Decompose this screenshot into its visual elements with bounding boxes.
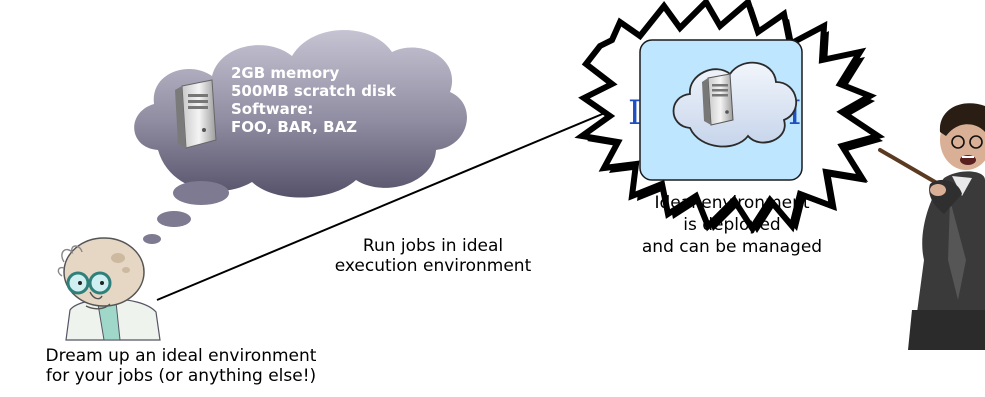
thought-trail-dot <box>173 181 229 205</box>
dreamer-caption-line: for your jobs (or anything else!) <box>45 366 317 387</box>
spec-line-disk: 500MB scratch disk <box>231 82 396 100</box>
deploy-caption-line: Ideal environment <box>654 193 810 213</box>
arrow-label: Run jobs in ideal execution environment <box>298 236 568 276</box>
dreamer-caption-line: Dream up an ideal environment <box>45 346 317 366</box>
deploy-caption: Ideal environment is deployed and can be… <box>602 192 862 258</box>
deploy-caption-line: and can be managed <box>641 237 823 257</box>
wizard-figure <box>878 103 985 350</box>
background-letter: I <box>628 93 641 133</box>
dreamer-caption: Dream up an ideal environment for your j… <box>0 346 362 386</box>
spec-line-software: Software: <box>231 100 314 118</box>
spec-list: 2GB memory 500MB scratch disk Software: … <box>231 64 396 136</box>
spec-line-packages: FOO, BAR, BAZ <box>231 118 358 136</box>
spec-line-memory: 2GB memory <box>231 64 340 82</box>
server-icon <box>175 79 217 149</box>
deploy-caption-line: is deployed <box>683 215 781 235</box>
arrow-label-line: execution environment <box>334 256 532 277</box>
thought-trail-dot <box>143 234 161 244</box>
server-icon <box>702 73 734 126</box>
thought-trail-dot <box>157 211 191 227</box>
arrow-label-line: Run jobs in ideal <box>362 236 504 256</box>
connection-line <box>156 109 613 301</box>
thought-cloud <box>134 29 467 198</box>
professor-figure <box>57 237 161 341</box>
